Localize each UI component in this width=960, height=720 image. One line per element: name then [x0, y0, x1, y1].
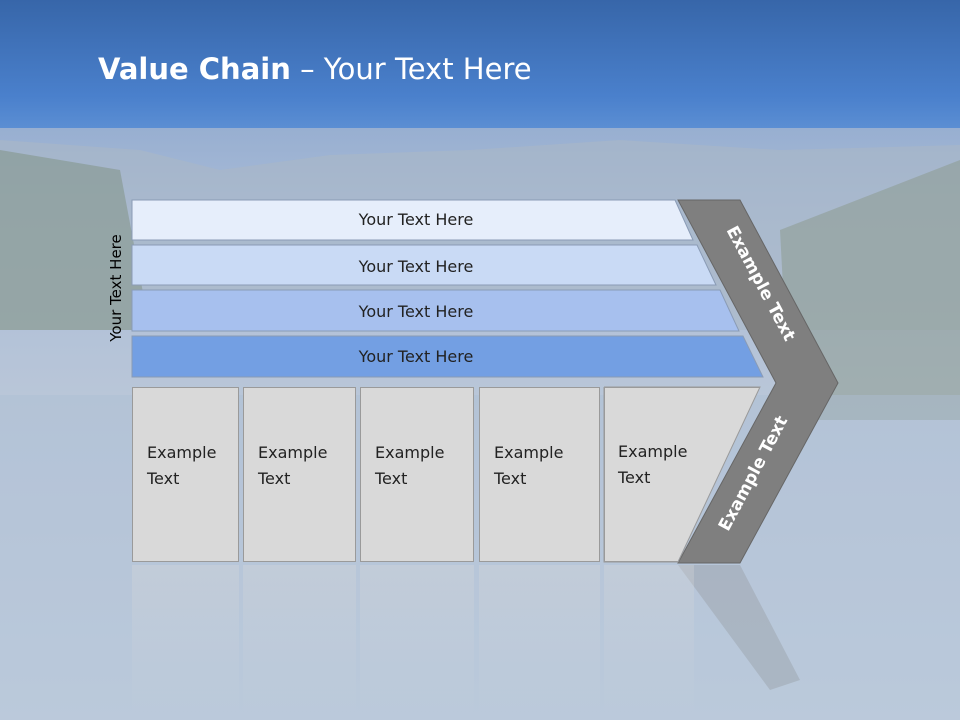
header-bar: Value Chain – Your Text Here [0, 0, 960, 128]
primary-activity-card-4: Example Text [479, 387, 600, 562]
title-rest: – Your Text Here [290, 52, 532, 86]
card-4-label: Example Text [494, 443, 564, 488]
primary-activity-card-3: Example Text [360, 387, 474, 562]
support-band-3-label: Your Text Here [358, 302, 474, 321]
chevron-reflection [678, 565, 800, 690]
card-5-label: Example Text [618, 442, 688, 487]
forest-right-shape [780, 160, 960, 420]
card-2-reflection [243, 565, 356, 715]
card-3-label: Example Text [375, 443, 445, 488]
title-bold: Value Chain [98, 52, 291, 86]
support-band-4 [131, 335, 764, 378]
forest-left-shape [0, 150, 150, 330]
card-5-reflection [604, 565, 694, 715]
page-title: Value Chain – Your Text Here [98, 52, 532, 86]
card-1-label: Example Text [147, 443, 217, 488]
card-5-text-holder: Example Text [604, 387, 760, 562]
card-1-reflection [132, 565, 239, 715]
support-band-1-label: Your Text Here [358, 210, 474, 229]
card-3-reflection [360, 565, 474, 715]
card-4-reflection [479, 565, 600, 715]
primary-activity-card-2: Example Text [243, 387, 356, 562]
support-band-1 [131, 199, 694, 241]
primary-activity-card-1: Example Text [132, 387, 239, 562]
support-band-2 [131, 244, 717, 286]
support-band-4-label: Your Text Here [358, 347, 474, 366]
support-band-3 [131, 289, 740, 332]
card-2-label: Example Text [258, 443, 328, 488]
support-band-2-label: Your Text Here [358, 257, 474, 276]
